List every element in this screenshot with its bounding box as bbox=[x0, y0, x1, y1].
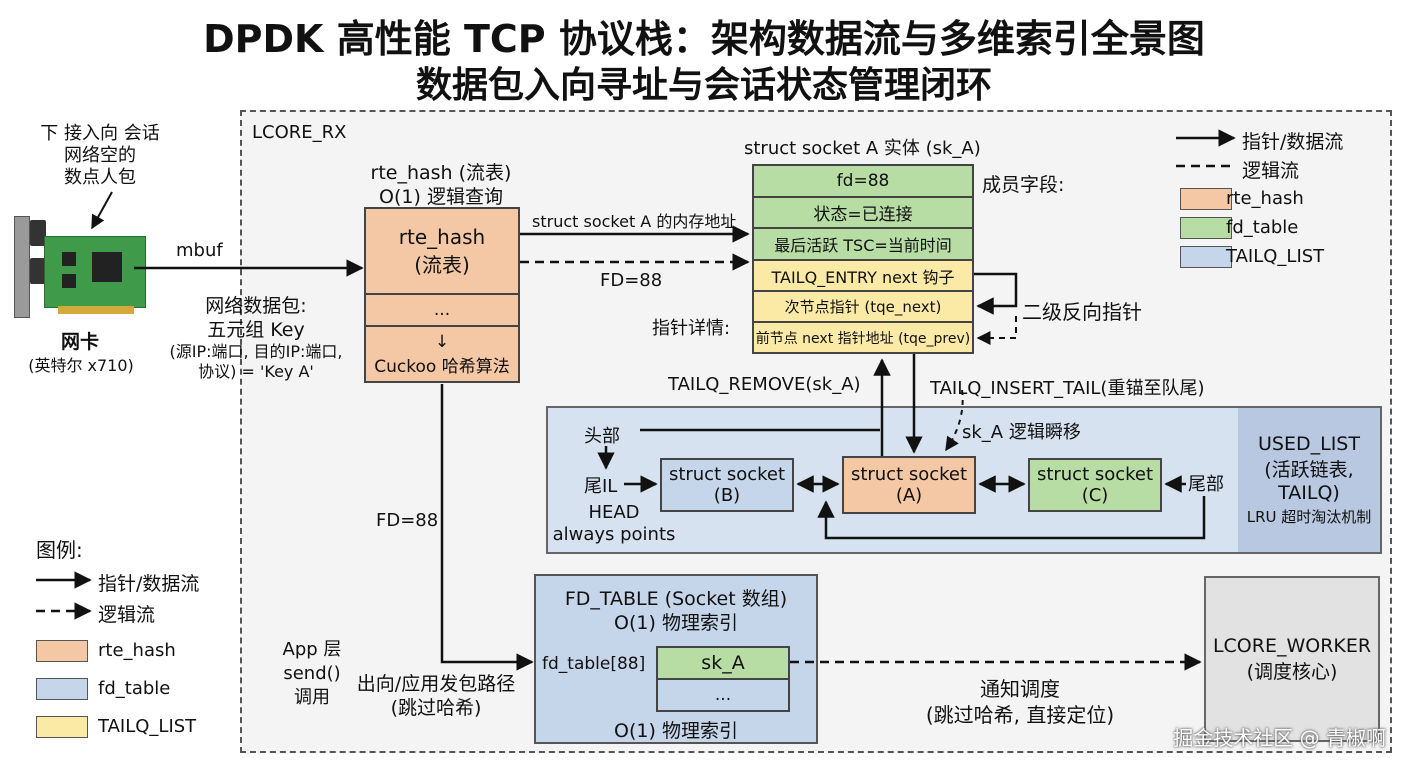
mbuf-label: mbuf bbox=[176, 240, 223, 261]
legend-top-dashed-label: 逻辑流 bbox=[1242, 160, 1300, 182]
legend-bottom-rte-hash-label: rte_hash bbox=[98, 640, 176, 661]
label-pointer-detail: 指针详情: bbox=[652, 318, 731, 339]
nic-card-icon bbox=[14, 212, 146, 322]
legend-top-rte-hash-label: rte_hash bbox=[1226, 188, 1304, 209]
fd-table-footer: O(1) 物理索引 bbox=[614, 720, 738, 742]
page-subtitle: 数据包入向寻址与会话状态管理闭环 bbox=[415, 65, 992, 106]
legend-bottom-title: 图例: bbox=[36, 538, 83, 562]
label-notify: 通知调度(跳过哈希, 直接定位) bbox=[925, 677, 1115, 727]
fd-table-cell-sk-a: sk_A bbox=[658, 648, 788, 680]
label-tailq-insert: TAILQ_INSERT_TAIL(重锚至队尾) bbox=[930, 378, 1205, 399]
packet-info: 网络数据包: 五元组 Key (源IP:端口, 目的IP:端口, 协议) = '… bbox=[169, 295, 343, 381]
node-socket-c: struct socket(C) bbox=[1028, 458, 1162, 512]
watermark: 掘金技术社区 @ 青椒啊 bbox=[1173, 726, 1386, 750]
legend-top-tailq-label: TAILQ_LIST bbox=[1226, 246, 1325, 267]
socket-a-title: struct socket A 实体 (sk_A) bbox=[744, 138, 981, 159]
used-list-tail-label: 尾部 bbox=[1188, 474, 1224, 495]
legend-bottom-solid-label: 指针/数据流 bbox=[98, 573, 200, 595]
legend-bottom-fd-table-label: fd_table bbox=[98, 678, 171, 699]
socket-a-struct: fd=88 状态=已连接 最后活跃 TSC=当前时间 TAILQ_ENTRY n… bbox=[752, 164, 974, 354]
nic-label: 网卡 bbox=[60, 331, 99, 353]
nic-annotation: 下 接入向 会话网络空的数点人包 bbox=[40, 123, 160, 188]
socket-field-tqe-next: 次节点指针 (tqe_next) bbox=[754, 292, 972, 323]
fd-table-array: sk_A ... bbox=[656, 646, 790, 712]
app-send-path: 出向/应用发包路径(跳过哈希) bbox=[356, 673, 516, 719]
legend-bottom-rte-hash-swatch bbox=[36, 640, 88, 662]
socket-field-tsc: 最后活跃 TSC=当前时间 bbox=[754, 229, 972, 261]
socket-field-tqe-prev: 前节点 next 指针地址 (tqe_prev) bbox=[754, 323, 972, 352]
socket-field-fd: fd=88 bbox=[754, 166, 972, 198]
rte-hash-cell-ellipsis: ... bbox=[366, 295, 518, 327]
socket-a-fields-label: 成员字段: bbox=[982, 174, 1065, 196]
rte-hash-cell-cuckoo: ↓Cuckoo 哈希算法 bbox=[374, 331, 510, 377]
nic-model: (英特尔 x710) bbox=[28, 356, 134, 375]
node-socket-a: struct socket(A) bbox=[842, 456, 976, 514]
used-list-head-label: 头部 bbox=[584, 426, 620, 447]
label-reverse-pointer: 二级反向指针 bbox=[1022, 300, 1142, 324]
fd-table-cell-ellipsis: ... bbox=[714, 685, 732, 705]
rte-hash-subtitle: O(1) 逻辑查询 bbox=[379, 186, 503, 208]
page-title: DPDK 高性能 TCP 协议栈：架构数据流与多维索引全景图 bbox=[203, 17, 1205, 61]
used-list-tail-il-label: 尾IL bbox=[584, 476, 618, 497]
socket-field-state: 状态=已连接 bbox=[754, 198, 972, 229]
legend-top-fd-table-swatch bbox=[1180, 217, 1232, 239]
legend-top-rte-hash-swatch bbox=[1180, 188, 1232, 210]
legend-top-tailq-swatch bbox=[1180, 246, 1232, 268]
legend-top-fd-table-label: fd_table bbox=[1226, 217, 1299, 238]
fd-table-title: FD_TABLE (Socket 数组) bbox=[564, 588, 788, 610]
legend-bottom-fd-table-swatch bbox=[36, 678, 88, 700]
lcore-rx-label: LCORE_RX bbox=[252, 122, 347, 143]
label-logical-migrate: sk_A 逻辑瞬移 bbox=[962, 422, 1081, 443]
rte-hash-table: rte_hash(流表) ... ↓Cuckoo 哈希算法 bbox=[364, 207, 520, 383]
legend-bottom-dashed-label: 逻辑流 bbox=[98, 604, 156, 626]
legend-bottom-tailq-label: TAILQ_LIST bbox=[98, 716, 197, 737]
legend-bottom-tailq-swatch bbox=[36, 716, 88, 738]
label-mem-addr: struct socket A 的内存地址 bbox=[532, 212, 737, 231]
rte-hash-cell-main: rte_hash(流表) bbox=[366, 209, 518, 295]
rte-hash-title: rte_hash (流表) bbox=[370, 162, 512, 184]
label-tailq-remove: TAILQ_REMOVE(sk_A) bbox=[668, 374, 861, 395]
label-fd88-top: FD=88 bbox=[600, 270, 663, 291]
legend-top-solid-label: 指针/数据流 bbox=[1242, 131, 1344, 153]
fd-table-subtitle: O(1) 物理索引 bbox=[614, 612, 738, 634]
label-fd88-left: FD=88 bbox=[376, 510, 439, 531]
lcore-worker-box: LCORE_WORKER(调度核心) bbox=[1204, 576, 1380, 742]
node-socket-b: struct socket(B) bbox=[660, 458, 794, 512]
fd-table-index: fd_table[88] bbox=[542, 654, 646, 674]
used-list-side-panel: USED_LIST (活跃链表, TAILQ) LRU 超时淘汰机制 bbox=[1238, 408, 1380, 552]
socket-field-tailq-entry: TAILQ_ENTRY next 钩子 bbox=[754, 261, 972, 292]
